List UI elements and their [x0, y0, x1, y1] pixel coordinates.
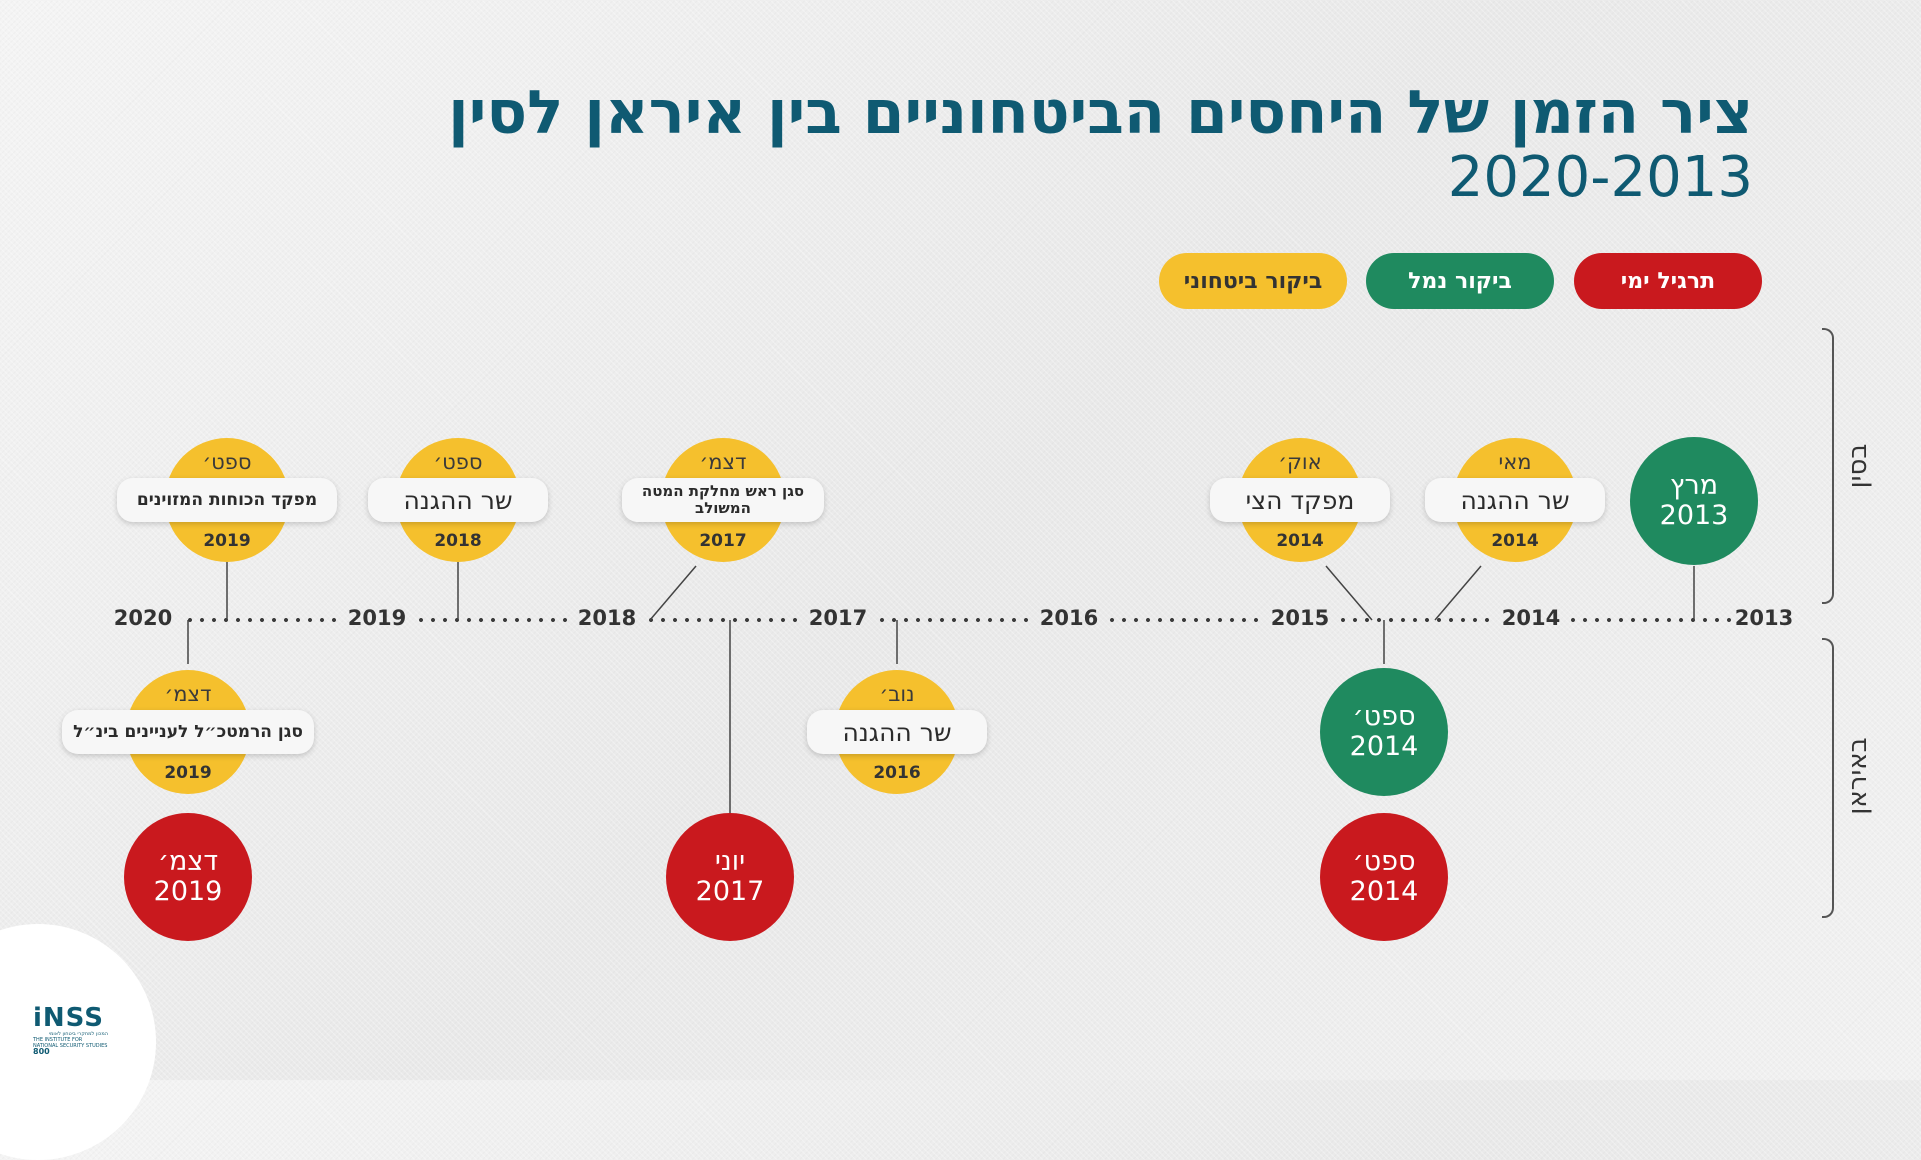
naval-2017-month: יוני — [714, 846, 746, 877]
china-visit-2018-month: ספט׳ — [433, 450, 483, 474]
connector-china-oct2014 — [1325, 565, 1373, 621]
axis-year-2016: 2016 — [1039, 606, 1099, 630]
naval-2019-month: דצמ׳ — [157, 846, 219, 877]
china-visit-may2014-box: שר ההגנה — [1425, 478, 1605, 522]
china-visit-2019-box: מפקד הכוחות המזוינים — [117, 478, 337, 522]
page-subtitle: 2020-2013 — [1447, 145, 1753, 210]
naval-2019-label: דצמ׳ 2019 — [154, 847, 223, 907]
china-port-2013-circle — [1630, 437, 1758, 565]
logo-name: iNSS — [33, 1003, 104, 1033]
connector-china-may2014 — [1434, 565, 1482, 621]
axis-year-2014: 2014 — [1501, 606, 1561, 630]
axis-year-2019: 2019 — [347, 606, 407, 630]
china-port-2013-year: 2013 — [1659, 500, 1729, 531]
connector-china-2017 — [649, 565, 697, 621]
iran-port-2014-circle — [1320, 668, 1448, 796]
axis-year-2020: 2020 — [113, 606, 173, 630]
china-visit-oct2014-year: 2014 — [1276, 531, 1324, 551]
naval-2019-year: 2019 — [153, 876, 223, 907]
inss-logo: iNSS המכון למחקרי ביטחון לאומי THE INSTI… — [33, 1003, 108, 1056]
axis-year-2015: 2015 — [1270, 606, 1330, 630]
china-visit-2019-year: 2019 — [203, 531, 251, 551]
naval-2014-circle — [1320, 813, 1448, 941]
axis-year-2017: 2017 — [808, 606, 868, 630]
china-port-2013-month: מרץ — [1669, 470, 1719, 501]
china-visit-2019-month: ספט׳ — [202, 450, 252, 474]
axis-year-2018: 2018 — [577, 606, 637, 630]
logo-sub-hebrew: המכון למחקרי ביטחון לאומי — [48, 1031, 108, 1037]
naval-2014-year: 2014 — [1349, 876, 1419, 907]
legend-naval-exercise: תרגיל ימי — [1574, 253, 1762, 309]
china-visit-2017-year: 2017 — [699, 531, 747, 551]
iran-port-2014-label: ספט׳ 2014 — [1350, 702, 1419, 762]
naval-2019-circle — [124, 813, 252, 941]
china-visit-2017-box: סגן ראש מחלקת המטה המשולב — [622, 478, 824, 522]
timeline-segment — [1106, 618, 1258, 622]
china-visit-oct2014-month: אוק׳ — [1278, 450, 1322, 474]
china-visit-2018-year: 2018 — [434, 531, 482, 551]
timeline-segment — [645, 618, 797, 622]
naval-2017-circle — [666, 813, 794, 941]
china-bracket — [1822, 328, 1834, 604]
iran-visit-2019-year: 2019 — [164, 763, 212, 783]
logo-sub-english: THE INSTITUTE FOR NATIONAL SECURITY STUD… — [33, 1037, 108, 1049]
page-title: ציר הזמן של היחסים הביטחוניים בין איראן … — [448, 78, 1753, 148]
connector-lines — [187, 562, 1695, 815]
naval-2017-year: 2017 — [695, 876, 765, 907]
iran-visit-2019-month: דצמ׳ — [164, 682, 212, 706]
timeline-segment — [1337, 618, 1489, 622]
china-visit-2017-month: דצמ׳ — [699, 450, 747, 474]
legend-security-visit: ביקור ביטחוני — [1159, 253, 1347, 309]
iran-bracket — [1822, 638, 1834, 918]
iran-visit-2016-box: שר ההגנה — [807, 710, 987, 754]
timeline-segment — [415, 618, 567, 622]
axis-year-2013: 2013 — [1734, 606, 1794, 630]
china-visit-2018-box: שר ההגנה — [368, 478, 548, 522]
timeline-segment — [184, 618, 336, 622]
timeline-segment — [1567, 618, 1739, 622]
legend-port-visit: ביקור נמל — [1366, 253, 1554, 309]
iran-visit-2016-month: נוב׳ — [879, 682, 915, 706]
china-visit-may2014-year: 2014 — [1491, 531, 1539, 551]
iran-port-2014-year: 2014 — [1349, 731, 1419, 762]
iran-visit-2019-box: סגן הרמטכ״ל לעניינים בינ״ל — [62, 710, 314, 754]
logo-badge: 800 — [33, 1047, 50, 1056]
naval-2014-month: ספט׳ — [1352, 846, 1416, 877]
china-visit-may2014-month: מאי — [1498, 450, 1532, 474]
naval-2017-label: יוני 2017 — [696, 847, 765, 907]
iran-visit-2016-year: 2016 — [873, 763, 921, 783]
iran-port-2014-month: ספט׳ — [1352, 701, 1416, 732]
china-port-2013-label: מרץ 2013 — [1660, 471, 1729, 531]
china-visit-oct2014-box: מפקד הצי — [1210, 478, 1390, 522]
naval-2014-label: ספט׳ 2014 — [1350, 847, 1419, 907]
timeline-segment — [876, 618, 1028, 622]
